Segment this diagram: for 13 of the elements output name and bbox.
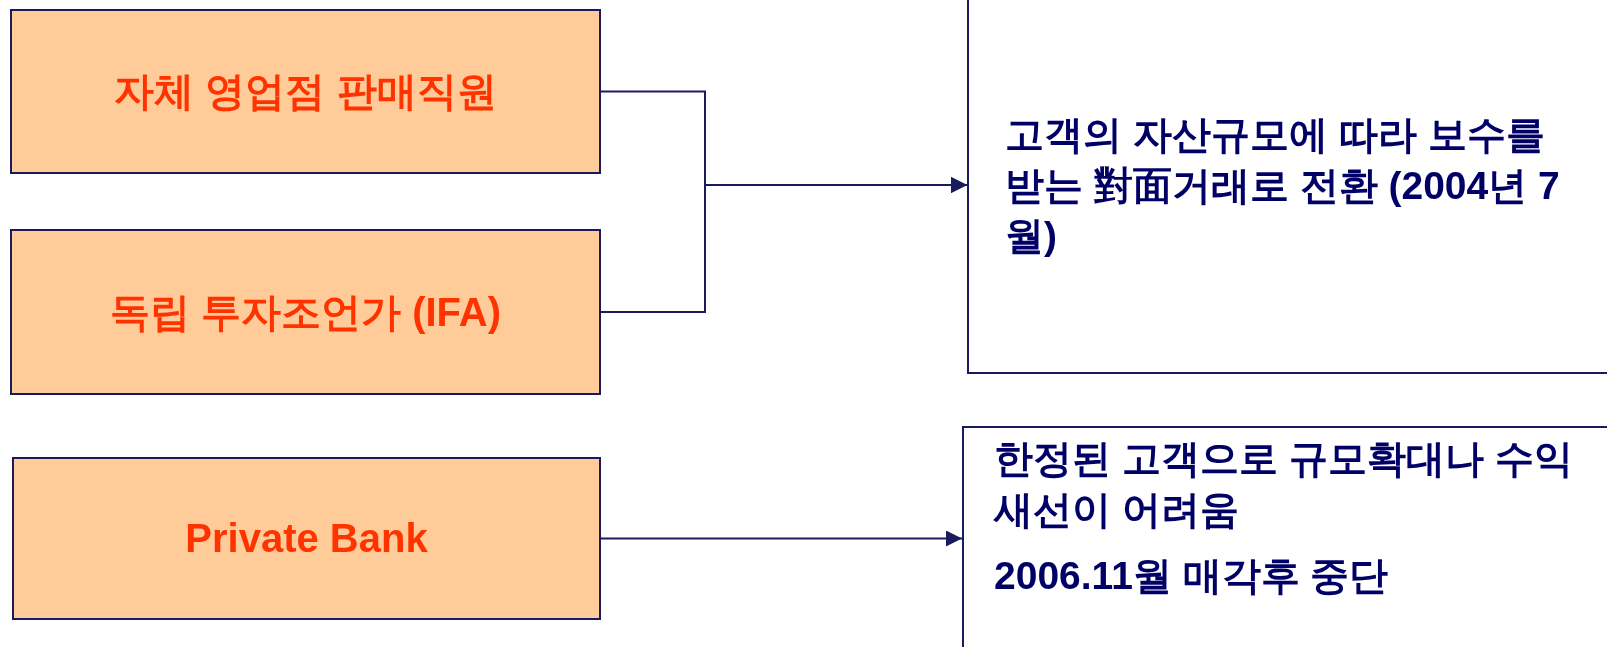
box-label: 독립 투자조언가 (IFA) bbox=[109, 288, 502, 336]
source-box bbox=[12, 457, 601, 620]
result-text: 한정된 고객으로 규모확대나 수익새선이 어려움 bbox=[994, 436, 1574, 533]
source-box bbox=[10, 229, 601, 395]
result-box bbox=[967, 0, 1607, 374]
result-text: 2006.11월 매각후 중단 bbox=[994, 553, 1389, 600]
arrow bbox=[600, 177, 968, 313]
result-text: 고객의 자산규모에 따라 보수를 받는 對面거래로 전환 (2004년 7월) bbox=[1005, 111, 1561, 260]
arrow bbox=[600, 530, 963, 547]
source-box bbox=[10, 9, 601, 174]
box-label: 자체 영업점 판매직원 bbox=[114, 68, 497, 115]
result-box bbox=[962, 426, 1607, 647]
box-label: Private Bank bbox=[185, 516, 428, 561]
